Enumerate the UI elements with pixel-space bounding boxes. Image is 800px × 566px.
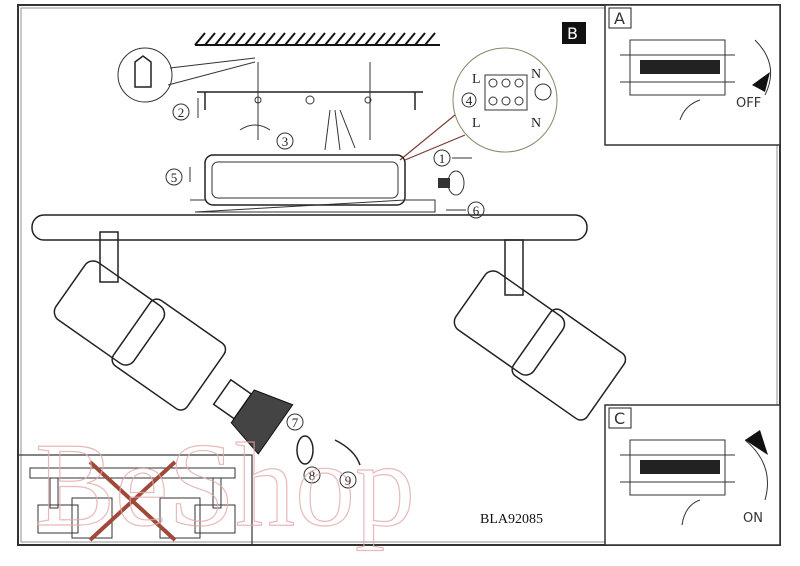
model-number: BLA92085 — [480, 512, 543, 527]
arrow-icon — [745, 430, 768, 455]
arrow-icon — [334, 439, 361, 466]
terminal-block-icon — [484, 74, 528, 111]
terminal-block-detail: L N L N 4 — [399, 47, 558, 161]
wires — [324, 109, 356, 151]
incorrect-installation-panel — [17, 454, 253, 546]
mounting-bracket — [197, 62, 423, 151]
arrow-icon — [752, 72, 770, 92]
gu10-bulb-icon — [212, 378, 361, 466]
badge-a — [608, 7, 632, 29]
badge-a-label: A — [614, 9, 625, 28]
live-label-top: L — [472, 72, 481, 87]
outer-frame — [17, 4, 781, 546]
panel-a-switch-off: A OFF — [604, 4, 781, 146]
watermark-logo: BeShop — [35, 418, 415, 551]
canopy — [190, 154, 465, 213]
live-label-bottom: L — [472, 116, 481, 131]
step-6: 6 — [473, 203, 480, 218]
wall-plug-icon — [134, 55, 152, 88]
breaker-panel-icon — [620, 439, 735, 496]
screw-icon — [438, 178, 450, 188]
step-7: 7 — [292, 415, 299, 430]
badge-b-label: B — [567, 24, 578, 43]
badge-c — [608, 407, 632, 429]
hand-icon — [681, 499, 701, 526]
step-1: 1 — [439, 151, 446, 166]
earth-symbol-icon — [534, 83, 552, 101]
track-bar — [31, 214, 588, 241]
badge-b — [562, 22, 586, 44]
right-spotlight — [453, 239, 627, 421]
step-5: 5 — [171, 170, 178, 185]
off-label: OFF — [736, 96, 761, 111]
step-8: 8 — [309, 468, 316, 483]
hand-icon — [679, 99, 701, 121]
step-3: 3 — [282, 134, 289, 149]
neutral-label-bottom: N — [531, 116, 541, 131]
breaker-panel-icon — [620, 39, 735, 96]
glass-ring-icon — [296, 435, 314, 465]
rotate-arrow-icon — [239, 124, 271, 131]
wall-plug-detail — [117, 47, 256, 103]
on-label: ON — [743, 511, 763, 526]
prohibited-cross-icon — [88, 460, 177, 542]
badge-c-label: C — [614, 409, 625, 428]
step-9: 9 — [345, 473, 352, 488]
panel-c-switch-on: C ON — [604, 404, 781, 546]
ceiling-icon — [194, 32, 440, 46]
left-spotlight — [53, 231, 227, 411]
step-4-label: 4 — [466, 93, 473, 108]
step-2: 2 — [178, 105, 185, 120]
neutral-label-top: N — [531, 67, 541, 82]
step-labels: 1 2 3 5 6 7 8 9 — [165, 98, 485, 489]
